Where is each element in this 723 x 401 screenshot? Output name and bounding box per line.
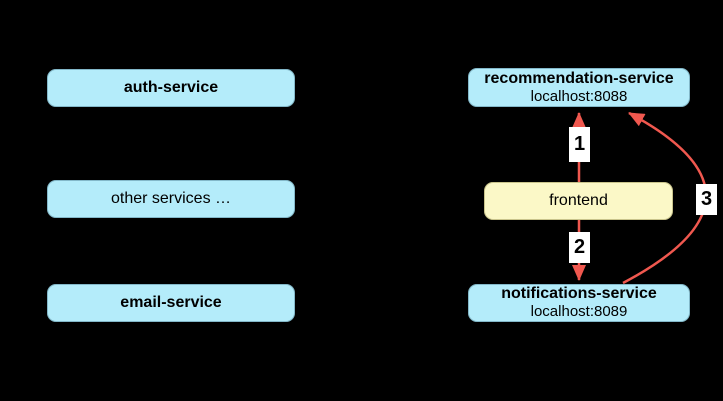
arrow-label-3: 3 xyxy=(696,184,717,215)
node-notifications-service-name: notifications-service xyxy=(501,285,657,302)
node-email-service: email-service xyxy=(47,284,295,322)
node-recommendation-service: recommendation-service localhost:8088 xyxy=(468,68,690,107)
node-auth-service: auth-service xyxy=(47,69,295,107)
node-notifications-service-address: localhost:8089 xyxy=(530,303,628,320)
node-recommendation-service-address: localhost:8088 xyxy=(530,87,628,105)
node-frontend: frontend xyxy=(484,182,673,220)
arrow-label-2: 2 xyxy=(569,232,590,263)
node-recommendation-service-name: recommendation-service xyxy=(484,69,674,87)
node-notifications-service: notifications-service localhost:8089 xyxy=(468,284,690,322)
node-other-services-label: other services … xyxy=(110,190,232,207)
arrow-label-1: 1 xyxy=(569,127,590,162)
node-auth-service-label: auth-service xyxy=(123,79,219,96)
node-email-service-label: email-service xyxy=(120,294,222,311)
node-other-services: other services … xyxy=(47,180,295,218)
node-frontend-label: frontend xyxy=(549,192,608,209)
